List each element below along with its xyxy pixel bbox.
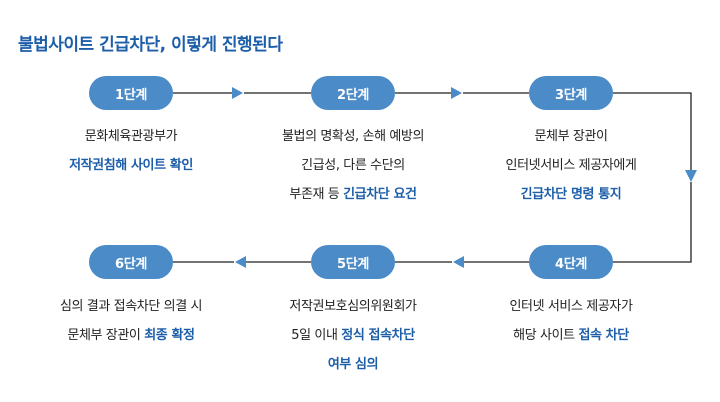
step-4-line-1: 인터넷 서비스 제공자가 [509, 299, 633, 314]
step-2-line-3: 부존재 등 긴급차단 요건 [289, 187, 417, 202]
step-5-line-2: 5일 이내 정식 접속차단 [291, 328, 415, 343]
arrow-left-icon [453, 256, 464, 268]
step-2-description: 불법의 명확성, 손해 예방의 긴급성, 다른 수단의 부존재 등 긴급차단 요… [241, 122, 465, 209]
step-5-line-1: 저작권보호심의위원회가 [289, 299, 417, 314]
step-2-badge: 2단계 [311, 76, 395, 110]
step-3-badge: 3단계 [529, 76, 613, 110]
step-2-line-2: 긴급성, 다른 수단의 [301, 158, 405, 173]
step-3-line-2: 인터넷서비스 제공자에게 [505, 158, 637, 173]
connector-3-4-bottom [613, 182, 692, 263]
step-3-description: 문체부 장관이 인터넷서비스 제공자에게 긴급차단 명령 통지 [459, 122, 683, 209]
step-6-line-1: 심의 결과 접속차단 의결 시 [59, 299, 203, 314]
step-5-badge: 5단계 [311, 245, 395, 279]
step-2-line-1: 불법의 명확성, 손해 예방의 [281, 129, 425, 144]
arrow-right-icon [232, 87, 243, 99]
step-4-description: 인터넷 서비스 제공자가 해당 사이트 접속 차단 [459, 292, 683, 350]
diagram-title: 불법사이트 긴급차단, 이렇게 진행된다 [18, 35, 283, 55]
step-6-badge: 6단계 [89, 245, 173, 279]
step-5-line-3: 여부 심의 [327, 357, 379, 372]
connector-3-4-top [613, 92, 692, 170]
arrow-right-icon [451, 87, 462, 99]
arrow-down-icon [685, 170, 697, 182]
step-5-description: 저작권보호심의위원회가 5일 이내 정식 접속차단 여부 심의 [241, 292, 465, 379]
step-4-line-2: 해당 사이트 접속 차단 [513, 328, 629, 343]
step-4-badge: 4단계 [529, 245, 613, 279]
step-6-line-2: 문체부 장관이 최종 확정 [67, 328, 195, 343]
step-3-line-3: 긴급차단 명령 통지 [520, 187, 622, 202]
step-1-description: 문화체육관광부가 저작권침해 사이트 확인 [19, 122, 243, 180]
arrow-left-icon [235, 256, 246, 268]
step-3-line-1: 문체부 장관이 [534, 129, 608, 144]
step-1-line-1: 문화체육관광부가 [84, 129, 178, 144]
step-6-description: 심의 결과 접속차단 의결 시 문체부 장관이 최종 확정 [19, 292, 243, 350]
step-1-line-2: 저작권침해 사이트 확인 [69, 158, 193, 173]
step-1-badge: 1단계 [89, 76, 173, 110]
